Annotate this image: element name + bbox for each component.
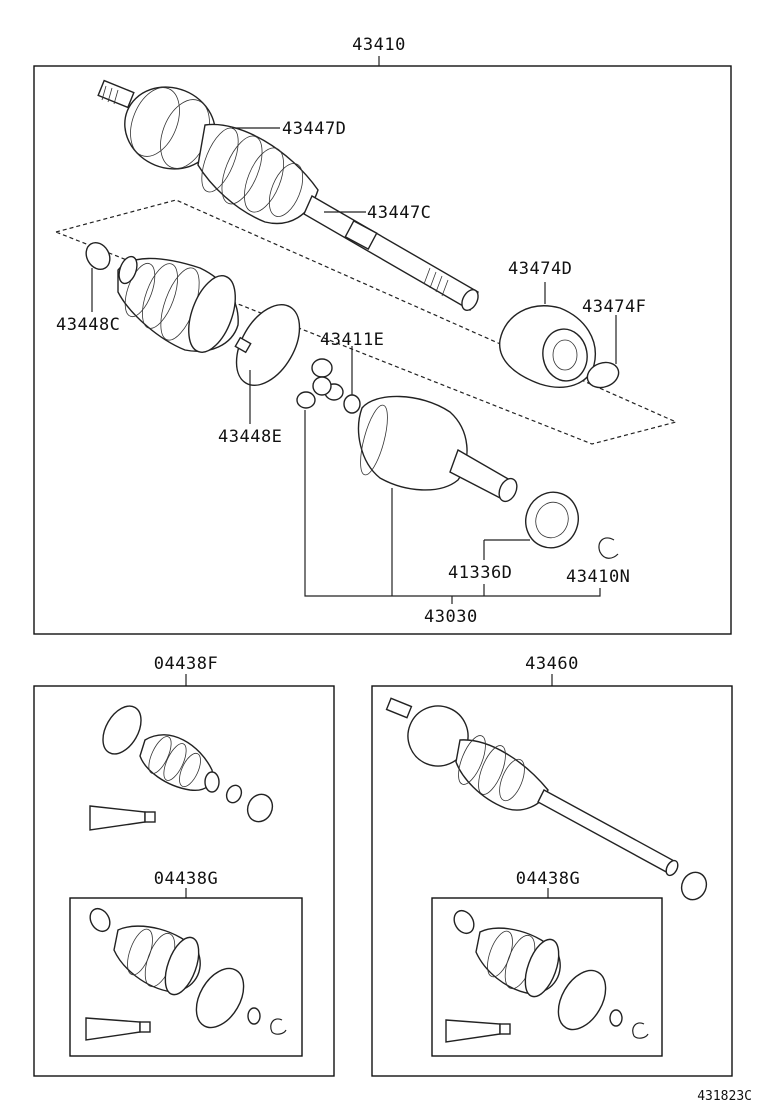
part-label-43448E[interactable]: 43448E xyxy=(218,427,282,447)
snap-ring-part xyxy=(343,394,361,414)
outer-boot-kit-part xyxy=(139,734,214,792)
subkit-label-04438G-left[interactable]: 04438G xyxy=(154,869,218,889)
outer-joint-shaft xyxy=(97,79,479,311)
tripod-spider-part xyxy=(296,358,344,409)
part-label-43411E[interactable]: 43411E xyxy=(320,330,384,350)
small-clamp-part xyxy=(85,241,111,271)
part-label-43030[interactable]: 43030 xyxy=(424,607,478,627)
inner-joint-housing-part xyxy=(357,395,518,503)
assembly-label-43410[interactable]: 43410 xyxy=(352,35,406,55)
right-subkit-frame xyxy=(431,897,663,1057)
part-label-41336D[interactable]: 41336D xyxy=(448,563,512,583)
part-label-43447D[interactable]: 43447D xyxy=(282,119,346,139)
main-section: 43410 xyxy=(33,35,732,635)
left-subkit-frame xyxy=(69,897,303,1057)
assembly-boot-part xyxy=(455,739,549,811)
figure-code: 431823C xyxy=(697,1089,752,1104)
subkit-label-04438G-right[interactable]: 04438G xyxy=(516,869,580,889)
damper-part xyxy=(499,305,596,388)
part-label-43474D[interactable]: 43474D xyxy=(508,259,572,279)
right-section: 43460 04438G xyxy=(371,654,733,1077)
hole-snap-ring-part xyxy=(598,537,619,559)
right-section-frame xyxy=(371,685,733,1077)
left-section: 04438F 04438G xyxy=(33,654,335,1077)
dust-cover-part xyxy=(525,491,579,549)
kit-label-04438F[interactable]: 04438F xyxy=(154,654,218,674)
part-label-43474F[interactable]: 43474F xyxy=(582,297,646,317)
inner-boot-part xyxy=(117,255,239,353)
grease-tube-part xyxy=(89,805,146,831)
assembly-label-43460[interactable]: 43460 xyxy=(525,654,579,674)
damper-clamp-part xyxy=(586,361,620,389)
main-section-frame xyxy=(33,65,732,635)
part-label-43448C[interactable]: 43448C xyxy=(56,315,120,335)
part-label-43447C[interactable]: 43447C xyxy=(367,203,431,223)
large-clamp-part xyxy=(235,304,301,386)
part-label-43410N[interactable]: 43410N xyxy=(566,567,630,587)
left-section-frame xyxy=(33,685,335,1077)
